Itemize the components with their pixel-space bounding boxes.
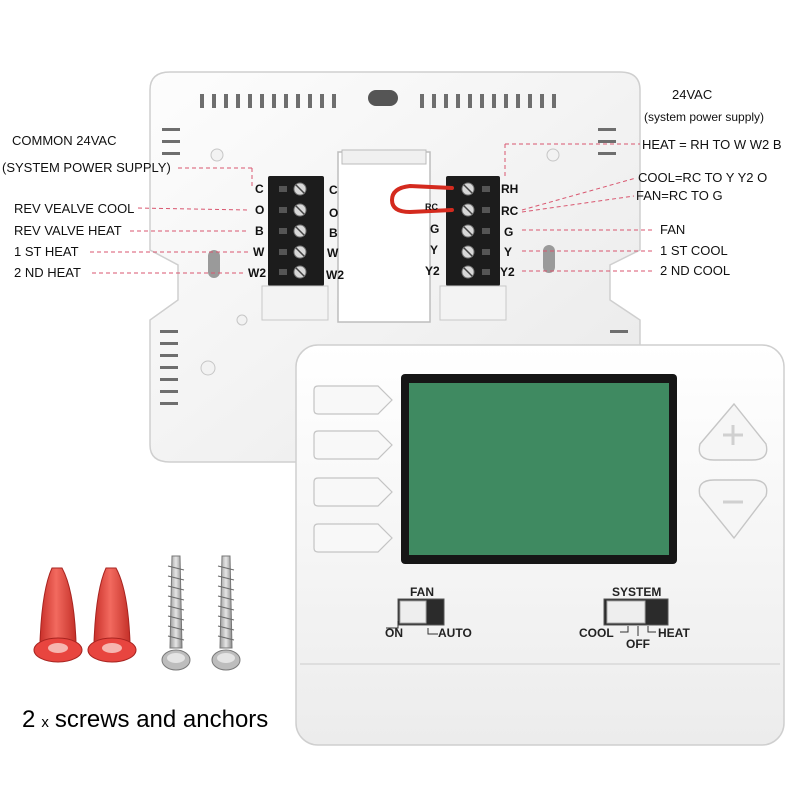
- second-heat-label: 2 ND HEAT: [14, 265, 81, 280]
- power-24vac-label: 24VAC: [672, 87, 713, 102]
- system-switch-heat: HEAT: [658, 626, 690, 640]
- fan-switch[interactable]: [386, 598, 445, 635]
- terminal-w-right: W: [327, 246, 339, 260]
- terminal-w2-right: W2: [326, 268, 344, 282]
- caption-count: 2: [22, 706, 36, 733]
- caption-text: screws and anchors: [54, 706, 269, 733]
- terminal-rh: RH: [501, 182, 519, 196]
- wall-anchor-2: [87, 567, 137, 663]
- fan-switch-title: FAN: [410, 585, 434, 599]
- terminal-w2: W2: [248, 266, 266, 280]
- terminal-y-left: Y: [430, 243, 439, 257]
- caption-times: x: [41, 714, 49, 731]
- terminal-g-left: G: [430, 222, 440, 236]
- cool-rc-label: COOL=RC TO Y Y2 O: [638, 170, 768, 185]
- system-switch-title: SYSTEM: [612, 585, 662, 599]
- fan-label: FAN: [660, 222, 686, 237]
- first-cool-label: 1 ST COOL: [660, 243, 728, 258]
- menu-button-2[interactable]: [313, 430, 393, 460]
- left-terminal-block: [261, 176, 329, 321]
- screw-2: [211, 555, 241, 671]
- right-terminal-block: [439, 176, 507, 321]
- fan-switch-on: ON: [385, 626, 403, 640]
- system-switch-cool: COOL: [579, 626, 614, 640]
- terminal-y: Y: [504, 245, 513, 259]
- power-supply-label: (system power supply): [644, 110, 765, 124]
- system-switch-off: OFF: [626, 637, 650, 651]
- left-leader-lines: [90, 167, 253, 274]
- terminal-c: C: [255, 182, 264, 196]
- menu-button-4[interactable]: [313, 523, 393, 553]
- lcd-screen: [409, 383, 669, 555]
- system-switch[interactable]: [603, 598, 669, 636]
- terminal-y2-left: Y2: [425, 264, 440, 278]
- common-24vac-label: COMMON 24VAC: [12, 133, 117, 148]
- fan-rc-label: FAN=RC TO G: [636, 188, 723, 203]
- rev-valve-cool-label: REV VEALVE COOL: [14, 201, 135, 216]
- terminal-o: O: [255, 203, 265, 217]
- common-power-supply-label: (SYSTEM POWER SUPPLY): [2, 160, 171, 175]
- terminal-b: B: [255, 224, 264, 238]
- plus-icon: [723, 425, 743, 445]
- terminal-b-right: B: [329, 226, 338, 240]
- first-heat-label: 1 ST HEAT: [14, 244, 79, 259]
- jumper-wire: [389, 183, 454, 215]
- terminal-g: G: [504, 225, 514, 239]
- terminal-rc: RC: [501, 204, 519, 218]
- terminal-w: W: [253, 245, 265, 259]
- wall-anchor-1: [33, 567, 83, 663]
- fan-switch-auto: AUTO: [438, 626, 472, 640]
- screw-1: [161, 555, 191, 671]
- terminal-rc-left: RC: [425, 202, 438, 212]
- menu-button-3[interactable]: [313, 477, 393, 507]
- second-cool-label: 2 ND COOL: [660, 263, 731, 278]
- down-button[interactable]: [698, 479, 768, 540]
- menu-button-1[interactable]: [313, 385, 393, 415]
- right-leader-lines: [504, 143, 652, 272]
- terminal-y2: Y2: [500, 265, 515, 279]
- rev-valve-heat-label: REV VALVE HEAT: [14, 223, 122, 238]
- heat-rh-label: HEAT = RH TO W W2 B: [642, 137, 782, 152]
- up-button[interactable]: [698, 402, 768, 461]
- terminal-o-right: O: [329, 206, 339, 220]
- terminal-c-right: C: [329, 183, 338, 197]
